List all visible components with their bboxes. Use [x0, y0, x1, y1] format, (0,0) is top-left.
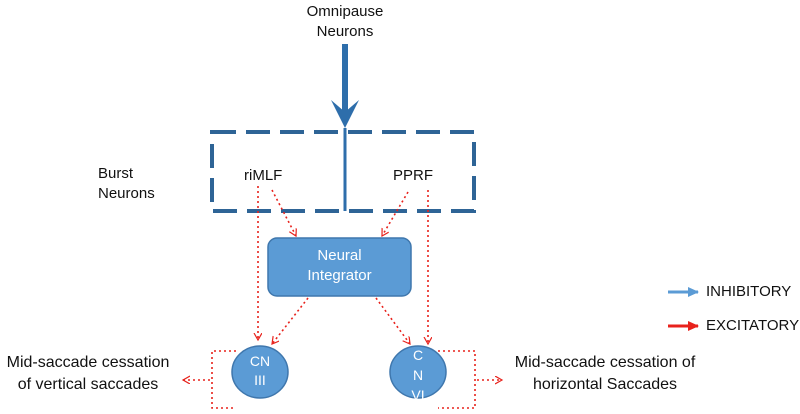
cn6-line3: VI: [411, 387, 425, 403]
cn-vi-node: [389, 345, 447, 399]
horizontal-saccades-label: Mid-saccade cessation of horizontal Sacc…: [505, 352, 705, 396]
cn-vi-label: C N VI: [390, 345, 446, 405]
vertical-saccades-label: Mid-saccade cessation of vertical saccad…: [0, 352, 176, 396]
integrator-line1: Neural: [317, 247, 362, 264]
neural-integrator-label: Neural Integrator: [268, 246, 411, 286]
integrator-to-cn3-arrow: [272, 297, 309, 344]
pprf-label: PPRF: [393, 167, 434, 184]
cn3-line1: CN: [249, 353, 271, 369]
cn-iii-label: CN III: [232, 352, 288, 390]
burst-neurons-label: Burst Neurons: [98, 164, 178, 204]
omnipause-line1: Omnipause: [306, 3, 384, 20]
legend-excitatory-label: EXCITATORY: [706, 317, 800, 334]
horizontal-line2: horizontal Saccades: [532, 376, 678, 393]
omnipause-line2: Neurons: [316, 23, 374, 40]
vertical-line1: Mid-saccade cessation: [6, 354, 170, 371]
cn6-right-bracket: [438, 350, 476, 409]
omnipause-neurons-label: Omnipause Neurons: [283, 2, 407, 42]
cn-iii-node: [231, 345, 289, 399]
cn3-line2: III: [254, 372, 266, 388]
neural-integrator-node: [267, 237, 412, 297]
omnipause-inhibitory-arrow: [331, 44, 359, 128]
rimlf-label: riMLF: [244, 167, 283, 184]
burst-line1: Burst: [98, 165, 134, 182]
legend-inhibitory-label: INHIBITORY: [706, 283, 792, 300]
pprf-to-integrator-arrow: [381, 191, 409, 236]
integrator-to-cn6-arrow: [375, 297, 410, 344]
integrator-line2: Integrator: [307, 267, 372, 284]
rimlf-to-integrator-arrow: [271, 189, 296, 236]
cn3-left-bracket: [211, 350, 236, 409]
burst-line2: Neurons: [98, 185, 155, 202]
cn6-line1: C: [412, 347, 424, 363]
vertical-line2: of vertical saccades: [17, 376, 159, 393]
excitatory-connections: [183, 186, 502, 409]
cn6-line2: N: [412, 367, 424, 383]
horizontal-line1: Mid-saccade cessation of: [514, 354, 696, 371]
